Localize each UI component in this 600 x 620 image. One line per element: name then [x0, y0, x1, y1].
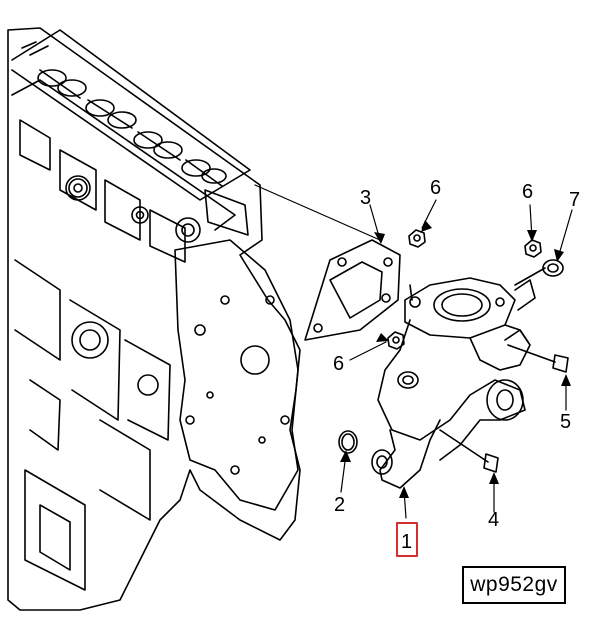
callout-4: 4 — [488, 509, 499, 531]
callout-6-right: 6 — [522, 181, 533, 203]
highlight-box — [396, 522, 418, 557]
bolt-lower — [439, 429, 499, 473]
o-ring — [338, 430, 358, 454]
nut-top — [408, 229, 426, 248]
bolt-long — [507, 344, 569, 373]
engine-block — [7, 27, 301, 611]
nut-left — [387, 331, 405, 350]
reference-code: wp952gv — [470, 573, 558, 596]
callout-6-left: 6 — [333, 353, 344, 375]
callout-6-top: 6 — [430, 177, 441, 199]
callout-3: 3 — [360, 187, 371, 209]
callout-2: 2 — [334, 494, 345, 516]
callout-1-highlight: 1 — [396, 522, 418, 557]
sealing-washer — [542, 259, 564, 277]
callout-5: 5 — [560, 411, 571, 433]
timing-cover — [174, 239, 299, 511]
callout-7: 7 — [569, 189, 580, 211]
nut-right — [524, 239, 542, 258]
reference-code-box: wp952gv — [462, 566, 566, 604]
stud — [514, 267, 546, 286]
valve-train — [21, 41, 227, 187]
gasket — [304, 239, 401, 341]
callout-1: 1 — [401, 531, 412, 553]
arrowheads — [340, 220, 571, 498]
water-pump — [371, 277, 536, 489]
